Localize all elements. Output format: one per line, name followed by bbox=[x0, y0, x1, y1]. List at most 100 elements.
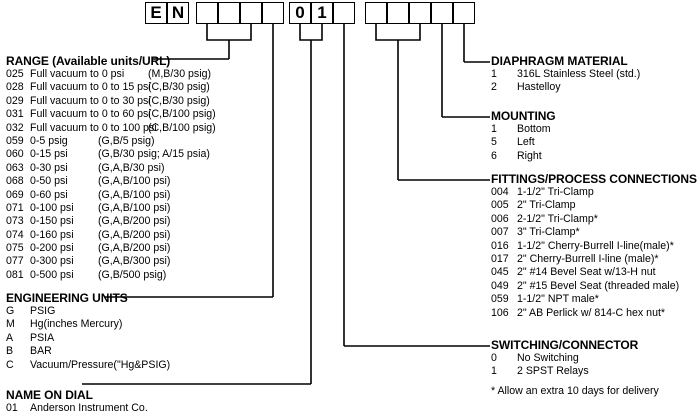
range-units: (G,B/30 psig; A/15 psia) bbox=[98, 148, 210, 161]
range-units: (C,B/100 psig) bbox=[148, 108, 216, 121]
range-units: (G,A,B/200 psi) bbox=[98, 242, 171, 255]
diaphragm-code: 1 bbox=[491, 68, 497, 80]
switching-code: 1 bbox=[491, 365, 497, 378]
range-code: 071 bbox=[6, 201, 24, 214]
range-units: (M,B/30 psig) bbox=[148, 68, 211, 80]
diaphragm-description: Hastelloy bbox=[517, 81, 561, 94]
range-units: (G,A,B/100 psi) bbox=[98, 188, 171, 201]
fitting-code: 004 bbox=[491, 186, 509, 198]
fitting-description: 1-1/2" Cherry-Burrell I-line(male)* bbox=[517, 239, 674, 252]
code-box-units bbox=[262, 2, 284, 24]
fitting-option: 106 2" AB Perlick w/ 814-C hex nut* bbox=[491, 307, 700, 320]
mounting-description: Left bbox=[517, 136, 535, 149]
range-code: 060 bbox=[6, 148, 24, 161]
fitting-option: 017 2" Cherry-Burrell I-line (male)* bbox=[491, 253, 700, 266]
range-units: (G,A,B/30 psi) bbox=[98, 161, 165, 174]
range-code: 073 bbox=[6, 215, 24, 228]
range-code: 077 bbox=[6, 255, 24, 268]
unit-description: BAR bbox=[30, 345, 52, 358]
range-description: 0-160 psi bbox=[30, 228, 74, 241]
range-code: 031 bbox=[6, 108, 24, 121]
range-code: 081 bbox=[6, 268, 24, 281]
fitting-code: 007 bbox=[491, 226, 509, 239]
range-code: 059 bbox=[6, 134, 24, 147]
range-units: (G,B/5 psig) bbox=[98, 134, 155, 147]
code-box-range-3 bbox=[240, 2, 262, 24]
fitting-description: 3" Tri-Clamp* bbox=[517, 226, 580, 239]
switching-option: 1 2 SPST Relays bbox=[491, 365, 696, 378]
fitting-description: 2" #15 Bevel Seat (threaded male) bbox=[517, 279, 680, 292]
fitting-code: 059 bbox=[491, 293, 509, 306]
range-units: (G,A,B/100 psi) bbox=[98, 175, 171, 188]
unit-code: A bbox=[6, 331, 14, 344]
dial-name-code: 01 bbox=[6, 402, 18, 414]
range-code: 028 bbox=[6, 81, 24, 94]
range-description: Full vacuum to 0 to 60 psi bbox=[30, 108, 151, 121]
range-description: 0-300 psi bbox=[30, 255, 74, 268]
switching-description: 2 SPST Relays bbox=[517, 365, 589, 378]
code-box-diaphragm bbox=[453, 2, 475, 24]
range-description: 0-15 psi bbox=[30, 148, 68, 161]
range-option: 029 Full vacuum to 0 to 30 psi(C,B/30 psi… bbox=[6, 95, 276, 108]
fitting-description: 2" Tri-Clamp bbox=[517, 199, 576, 212]
unit-option: B BAR bbox=[6, 345, 266, 358]
fitting-option: 045 2" #14 Bevel Seat w/13-H nut bbox=[491, 266, 700, 279]
code-box-2: N bbox=[167, 2, 189, 24]
engineering-units-title: ENGINEERING UNITS bbox=[6, 291, 128, 305]
range-code: 029 bbox=[6, 94, 24, 107]
range-description: Full vacuum to 0 to 15 psi bbox=[30, 81, 151, 94]
unit-code: B bbox=[6, 345, 14, 358]
range-units: (C,B/30 psig) bbox=[148, 94, 210, 107]
code-box-range-1 bbox=[196, 2, 218, 24]
range-option: 060 0-15 psi (G,B/30 psig; A/15 psia) bbox=[6, 148, 276, 161]
fitting-code: 017 bbox=[491, 252, 509, 265]
fitting-option: 059 1-1/2" NPT male* bbox=[491, 293, 700, 306]
fitting-code: 045 bbox=[491, 266, 509, 279]
mounting-code: 5 bbox=[491, 136, 497, 149]
unit-code: G bbox=[6, 305, 15, 317]
fitting-code: 049 bbox=[491, 279, 509, 292]
fitting-code: 006 bbox=[491, 212, 509, 225]
diaphragm-title: DIAPHRAGM MATERIAL bbox=[491, 54, 628, 68]
code-box-range-2 bbox=[218, 2, 240, 24]
fitting-description: 2" Cherry-Burrell I-line (male)* bbox=[517, 252, 659, 265]
code-box-fittings-2 bbox=[387, 2, 409, 24]
range-units: (G,A,B/100 psi) bbox=[98, 201, 171, 214]
fitting-code: 106 bbox=[491, 306, 509, 319]
unit-description: Vacuum/Pressure("Hg&PSIG) bbox=[30, 358, 171, 371]
switching-code: 0 bbox=[491, 352, 497, 364]
fitting-option: 007 3" Tri-Clamp* bbox=[491, 226, 700, 239]
range-description: Full vacuum to 0 to 30 psi bbox=[30, 94, 151, 107]
fitting-description: 1-1/2" NPT male* bbox=[517, 293, 599, 306]
range-description: 0-500 psi bbox=[30, 268, 74, 281]
code-box-dial-2: 1 bbox=[311, 2, 333, 24]
fitting-description: 2" AB Perlick w/ 814-C hex nut* bbox=[517, 306, 666, 319]
mounting-code: 6 bbox=[491, 149, 497, 162]
fitting-description: 2" #14 Bevel Seat w/13-H nut bbox=[517, 266, 656, 279]
